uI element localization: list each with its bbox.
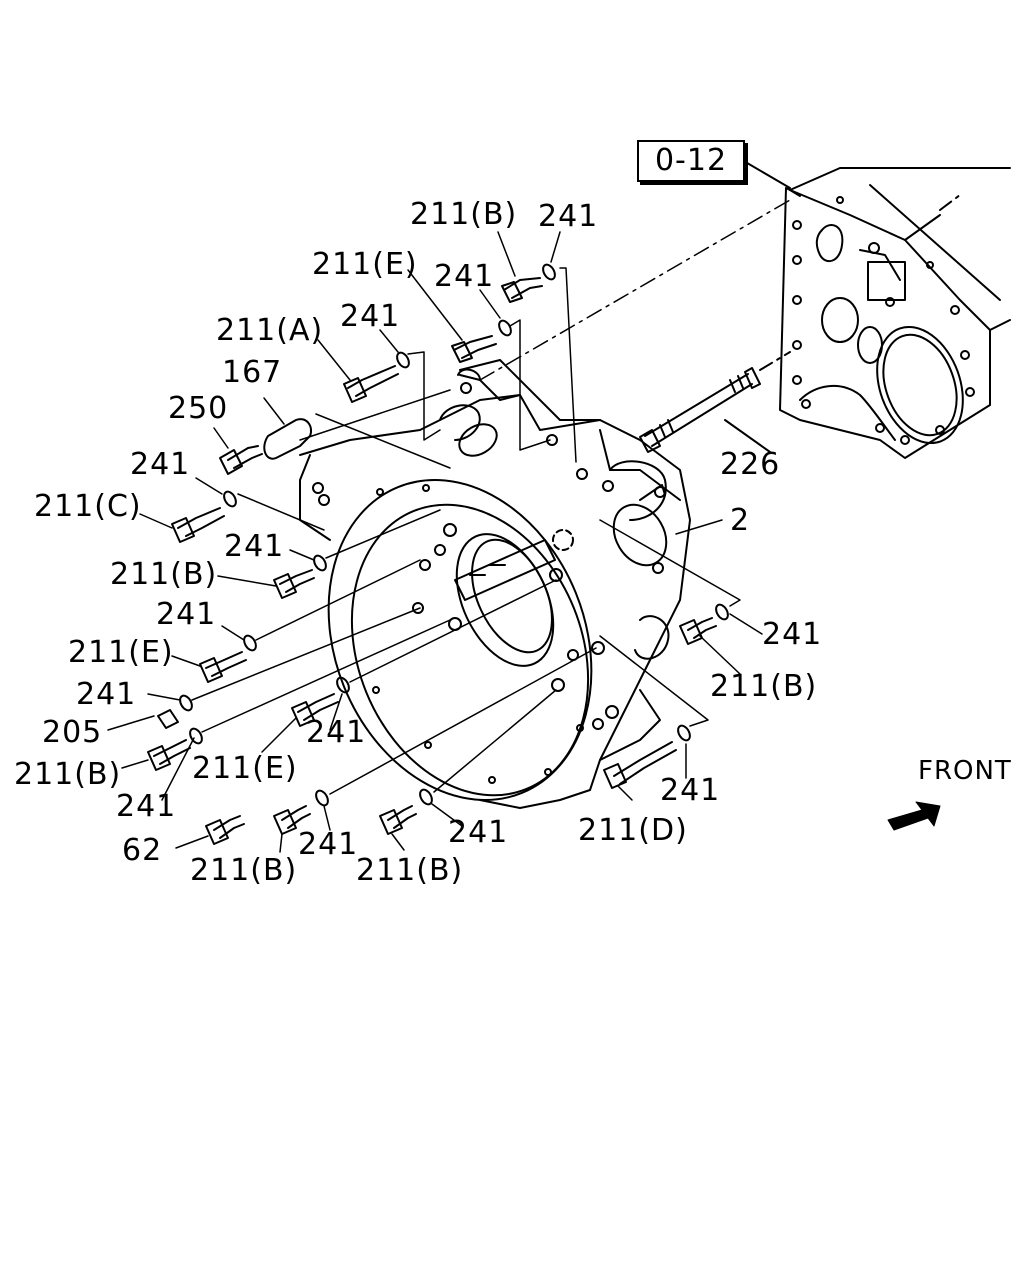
callout-label: 211(B)	[110, 557, 218, 592]
callout-label: 211(E)	[192, 751, 298, 786]
bolt-211-a	[343, 365, 399, 403]
callout-label: 211(C)	[34, 489, 142, 524]
reference-box: 0-12	[637, 140, 745, 182]
callout-label: 167	[222, 355, 283, 390]
callout-label: 226	[720, 447, 781, 482]
front-arrow-icon	[887, 801, 941, 831]
assembly-lines	[191, 199, 791, 795]
callout-label: 211(A)	[216, 313, 324, 348]
callout-label: 211(B)	[410, 197, 518, 232]
bolt-211-d	[603, 741, 677, 789]
callout-label: 211(B)	[710, 669, 818, 704]
bolt-211-c	[171, 507, 225, 543]
callout-label: 211(B)	[190, 853, 298, 888]
callout-label: 211(E)	[312, 247, 418, 282]
callout-label: 241	[156, 597, 217, 632]
engine-block	[779, 167, 1011, 459]
callout-label: 241	[116, 789, 177, 824]
leader-lines	[107, 231, 763, 853]
reference-leader	[741, 159, 791, 189]
flywheel-housing	[299, 359, 691, 809]
callout-label: 211(B)	[14, 757, 122, 792]
callout-label: 211(B)	[356, 853, 464, 888]
callout-label: 241	[762, 617, 823, 652]
callout-label: 2	[730, 503, 751, 538]
stud-226	[639, 367, 771, 453]
callout-label: 241	[76, 677, 137, 712]
bolt-211-b-top	[501, 277, 543, 303]
bolt-211-e-top	[451, 335, 497, 363]
nut-205	[157, 709, 179, 729]
callout-label: 205	[42, 715, 103, 750]
bolt-211-b-bottom-1	[273, 805, 311, 835]
bolt-62	[205, 815, 245, 845]
washers-241	[179, 263, 729, 807]
front-label: FRONT	[918, 756, 1012, 786]
callout-label: 241	[340, 299, 401, 334]
callout-label: 241	[660, 773, 721, 808]
cover-167	[263, 418, 312, 460]
callout-label: 241	[306, 715, 367, 750]
callout-label: 211(D)	[578, 813, 688, 848]
bolt-211-b-bottom-2	[379, 805, 417, 835]
bolt-211-b-right	[679, 617, 717, 645]
bolt-211-e-left	[199, 651, 247, 683]
callout-label: 241	[448, 815, 509, 850]
callout-label: 62	[122, 833, 163, 868]
bolt-211-b-lower-left	[147, 739, 191, 771]
callout-label: 211(E)	[68, 635, 174, 670]
bolt-250	[219, 445, 263, 475]
callout-label: 241	[298, 827, 359, 862]
bolt-211-b-left	[273, 569, 315, 599]
callout-label: 241	[224, 529, 285, 564]
bolt-211-e-mid	[291, 693, 339, 727]
callout-label: 241	[434, 259, 495, 294]
callout-label: 241	[538, 199, 599, 234]
callout-label: 241	[130, 447, 191, 482]
callout-label: 250	[168, 391, 229, 426]
